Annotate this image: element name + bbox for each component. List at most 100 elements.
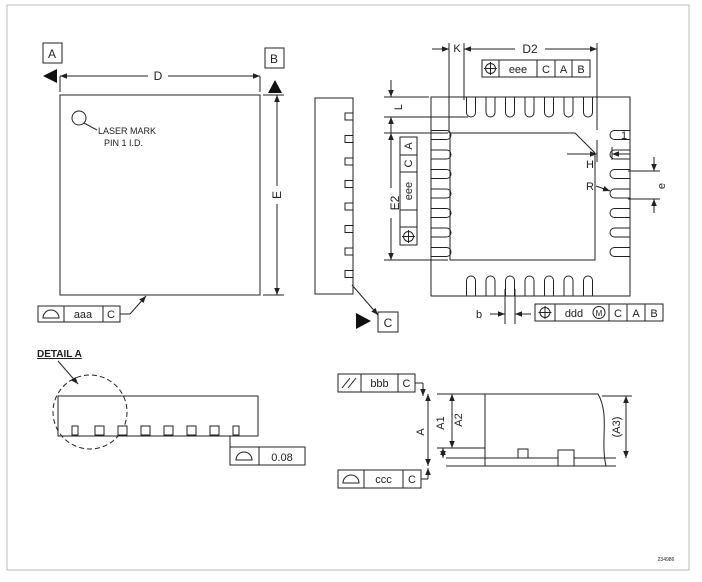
svg-text:A: A: [632, 308, 640, 320]
flatness-control-frame: aaa C: [37, 305, 121, 323]
svg-text:A: A: [403, 142, 415, 150]
side-lead: [344, 157, 354, 166]
svg-text:bbb: bbb: [370, 378, 388, 390]
top-view: A B D E LASER MARK PIN 1 I.D.: [37, 42, 285, 323]
flatness-symbol-icon: [42, 309, 60, 319]
position-control-frame-e2: eee C A B: [399, 136, 418, 246]
datum-a-triangle: [43, 69, 57, 83]
detail-lead: [140, 425, 151, 436]
flatness-symbol-icon: [342, 474, 360, 484]
svg-text:aaa: aaa: [74, 309, 93, 321]
pin1-id-label: PIN 1 I.D.: [104, 138, 143, 148]
lead-pad: [609, 227, 630, 238]
datum-a-label: A: [48, 47, 56, 61]
pitch-e-label: e: [656, 183, 668, 189]
side-lead: [344, 135, 354, 143]
dimension-h-label: H: [586, 159, 594, 171]
side-lead: [344, 225, 354, 233]
lead-pad: [505, 97, 515, 118]
lead-pad: [431, 169, 452, 179]
lead-pad: [563, 97, 574, 118]
drawing-number: 234986: [658, 557, 675, 563]
exposed-thermal-pad: [449, 132, 596, 261]
svg-text:C: C: [403, 378, 411, 390]
svg-text:ddd: ddd: [565, 308, 583, 320]
svg-text:eee: eee: [403, 182, 415, 200]
detail-lead: [209, 425, 220, 436]
svg-text:C: C: [403, 159, 415, 167]
lead-pad: [431, 149, 452, 160]
parallelism-control-frame: bbb C: [337, 373, 416, 393]
side-lead: [344, 112, 354, 121]
lead-pad: [544, 275, 554, 296]
dimension-e-label: E: [270, 191, 284, 199]
detail-a-callout-circle: [52, 374, 128, 450]
side-lead: [344, 247, 354, 256]
svg-text:A: A: [560, 64, 568, 76]
svg-text:B: B: [577, 64, 584, 76]
detail-lead: [94, 425, 105, 436]
laser-mark-label: LASER MARK: [98, 126, 156, 136]
lead-pad: [466, 275, 476, 296]
lead-pad: [609, 130, 630, 140]
lead-pad: [609, 188, 630, 199]
datum-b-triangle: [268, 80, 282, 93]
dimension-e2-label: E2: [388, 195, 402, 210]
dimension-a2-label: A2: [453, 413, 465, 426]
position-control-frame-b: ddd M C A B: [534, 303, 664, 322]
pin1-label: 1: [621, 130, 627, 142]
svg-text:B: B: [650, 308, 657, 320]
detail-lead: [71, 425, 79, 436]
lead-pad: [609, 169, 630, 179]
detail-a-title: DETAIL A: [37, 349, 82, 360]
profile-control-frame: ccc C: [337, 469, 422, 489]
datum-c-label: C: [384, 316, 393, 330]
lead-pad: [485, 275, 496, 296]
lead-pad: [466, 97, 476, 118]
lead-pad: [544, 97, 554, 118]
parallelism-symbol-icon: [341, 377, 351, 389]
dimension-k-label: K: [453, 43, 461, 55]
lead-pad: [583, 97, 593, 118]
svg-text:ccc: ccc: [375, 474, 392, 486]
lead-pad: [431, 208, 452, 218]
section-view: bbb C A A2 A1 (A3): [337, 373, 632, 489]
side-lead: [344, 202, 354, 211]
detail-a: DETAIL A 0.08: [37, 349, 306, 466]
datum-c-triangle: [356, 313, 371, 329]
lead-pad: [485, 97, 496, 118]
lead-pad: [524, 97, 535, 118]
lead-pad: [431, 227, 452, 238]
detail-lead: [117, 425, 128, 436]
pin1-laser-mark: [71, 110, 87, 126]
dimension-a1-label: A1: [435, 416, 447, 429]
lead-pad: [609, 208, 630, 218]
lead-pad: [431, 188, 452, 199]
dimension-d2-label: D2: [522, 42, 538, 56]
dimension-a-label: A: [415, 428, 427, 436]
svg-text:C: C: [542, 64, 550, 76]
detail-lead: [163, 425, 174, 436]
dimension-d-label: D: [154, 69, 163, 83]
lead-width-b-label: b: [476, 309, 482, 321]
lead-pad: [563, 275, 574, 296]
coplanarity-control-frame: 0.08: [229, 446, 306, 466]
svg-text:C: C: [408, 474, 416, 486]
lead-pad: [431, 247, 452, 257]
lead-pad: [609, 149, 630, 160]
svg-text:C: C: [107, 309, 115, 321]
datum-c-box: [377, 311, 399, 333]
lead-pad: [505, 275, 515, 296]
flatness-symbol-icon: [235, 451, 253, 461]
detail-lead: [232, 425, 240, 436]
datum-b-label: B: [270, 52, 278, 66]
detail-lead: [186, 425, 197, 436]
lead-pad: [524, 275, 535, 296]
lead-pad: [431, 130, 452, 140]
package-body-top: [59, 94, 261, 296]
package-section-outline: [484, 393, 607, 467]
datum-b-box: [264, 47, 285, 69]
mmc-modifier-icon: [592, 306, 606, 319]
detail-a-body: [57, 395, 259, 437]
